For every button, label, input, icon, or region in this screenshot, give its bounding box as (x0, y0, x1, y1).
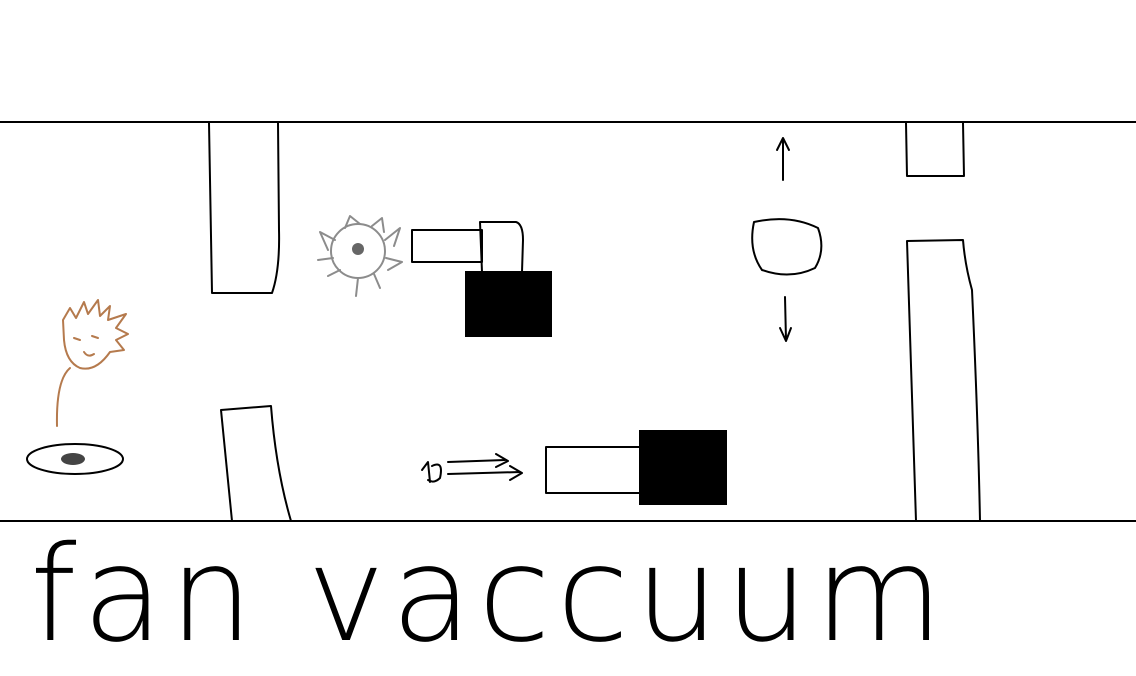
player-character (55, 299, 129, 427)
player-platform (26, 443, 124, 475)
vacuum-block-upper (465, 271, 552, 337)
fan-lower (545, 446, 641, 494)
fan-upper (411, 221, 524, 273)
pillar-bottom-left (220, 405, 292, 522)
pillar-bottom-right (906, 239, 981, 522)
moving-platform-blob (751, 218, 823, 276)
arrow-up-icon (776, 137, 790, 181)
arrow-down-icon (779, 296, 792, 342)
pillar-top-right (905, 122, 965, 177)
caption-text: fan vaccuum (30, 520, 950, 670)
vacuum-block-lower (639, 430, 727, 505)
enemy-eye (352, 243, 364, 255)
airflow-arrow-icon (421, 453, 523, 483)
pillar-top-left (208, 122, 281, 294)
enemy-gear-creature (317, 215, 403, 297)
